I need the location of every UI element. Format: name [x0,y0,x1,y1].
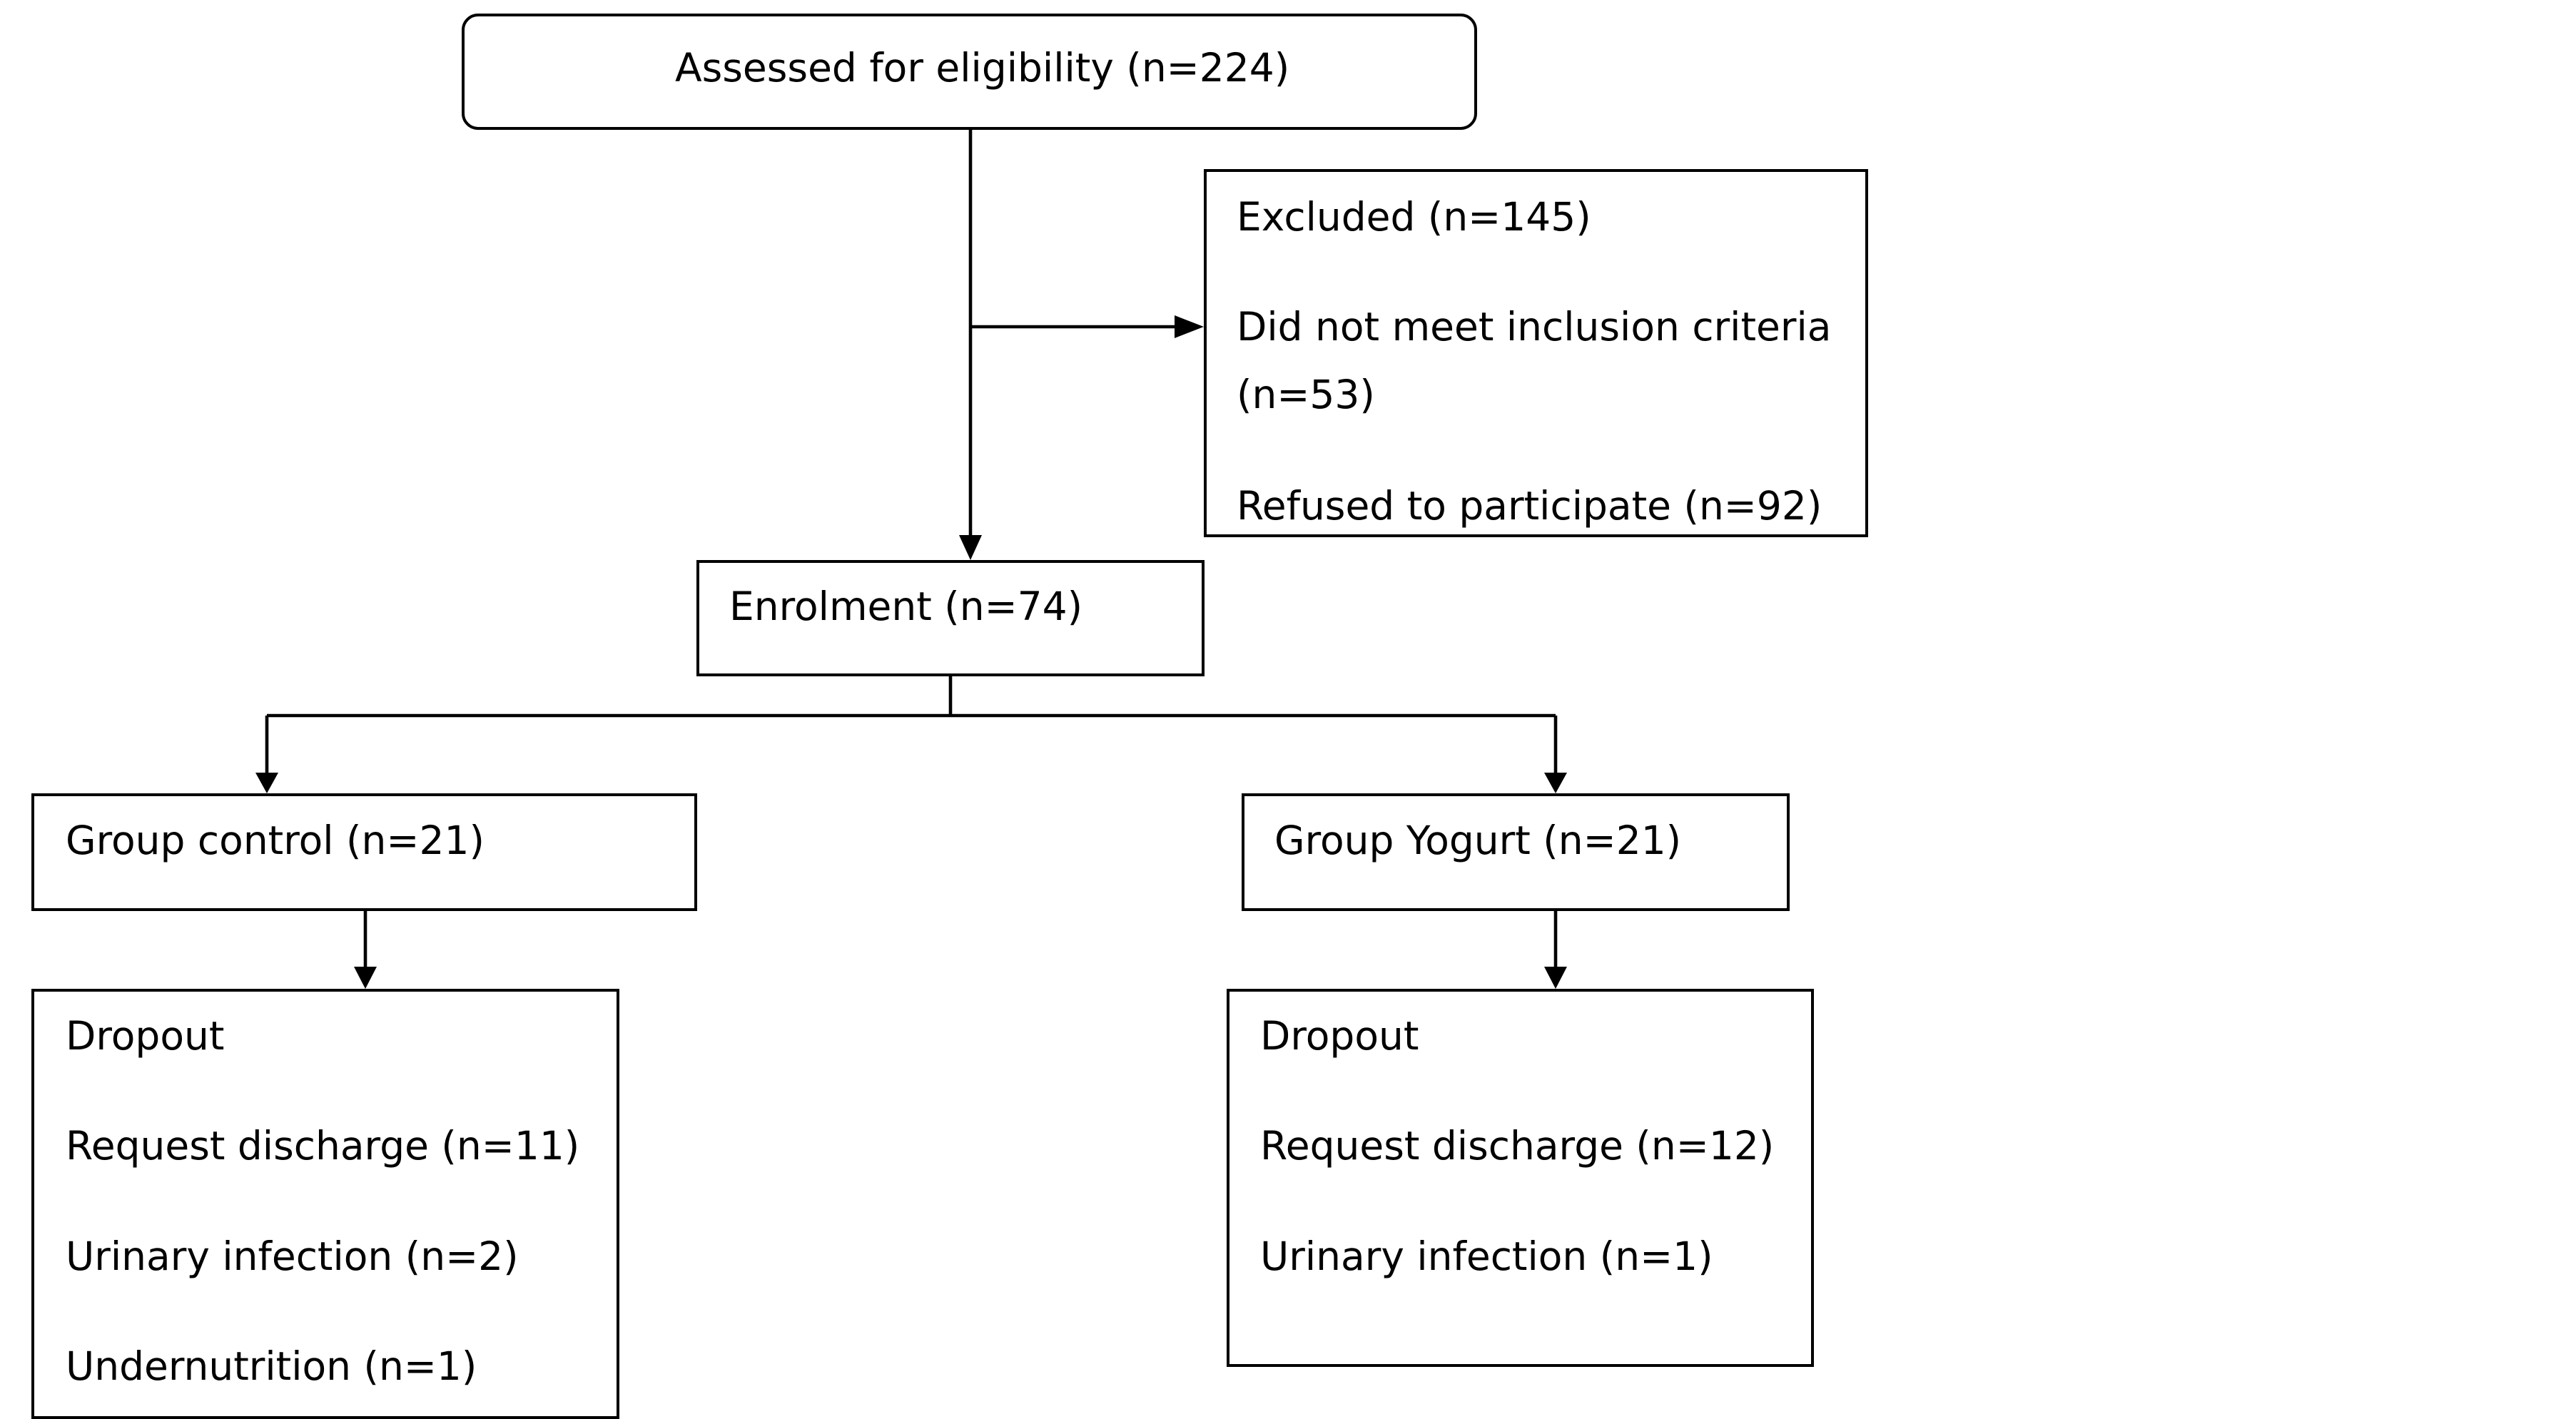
excluded-reason-refused: Refused to participate (n=92) [1237,483,1822,529]
arrowhead-to-yogurt-dropout [1544,967,1567,989]
arrowhead-to-control [255,773,278,793]
control-dropout-item: Urinary infection (n=2) [66,1234,519,1279]
yogurt-dropout-item: Urinary infection (n=1) [1260,1234,1713,1279]
enrolment-box [696,560,1205,676]
arrowhead-to-excluded [1175,315,1204,338]
yogurt-group-label: Group Yogurt (n=21) [1274,818,1682,863]
control-dropout-item: Undernutrition (n=1) [66,1343,477,1389]
control-dropout-title: Dropout [66,1013,225,1059]
enrolment-label: Enrolment (n=74) [729,584,1083,629]
arrowhead-to-yogurt [1544,773,1567,793]
yogurt-dropout-box [1227,989,1814,1367]
excluded-box [1204,169,1868,537]
assessed-label: Assessed for eligibility (n=224) [675,45,1290,91]
assessed-box [462,14,1477,130]
yogurt-dropout-title: Dropout [1260,1013,1419,1059]
excluded-title: Excluded (n=145) [1237,194,1591,240]
excluded-reason-criteria-count: (n=53) [1237,372,1375,417]
arrowhead-to-enrolment [959,535,982,560]
arrowhead-to-control-dropout [354,967,377,989]
control-group-box [31,793,697,911]
control-dropout-box [31,989,619,1419]
control-group-label: Group control (n=21) [66,818,485,863]
yogurt-dropout-item: Request discharge (n=12) [1260,1123,1775,1169]
control-dropout-item: Request discharge (n=11) [66,1123,580,1169]
excluded-reason-criteria: Did not meet inclusion criteria [1237,304,1832,350]
yogurt-group-box [1242,793,1790,911]
